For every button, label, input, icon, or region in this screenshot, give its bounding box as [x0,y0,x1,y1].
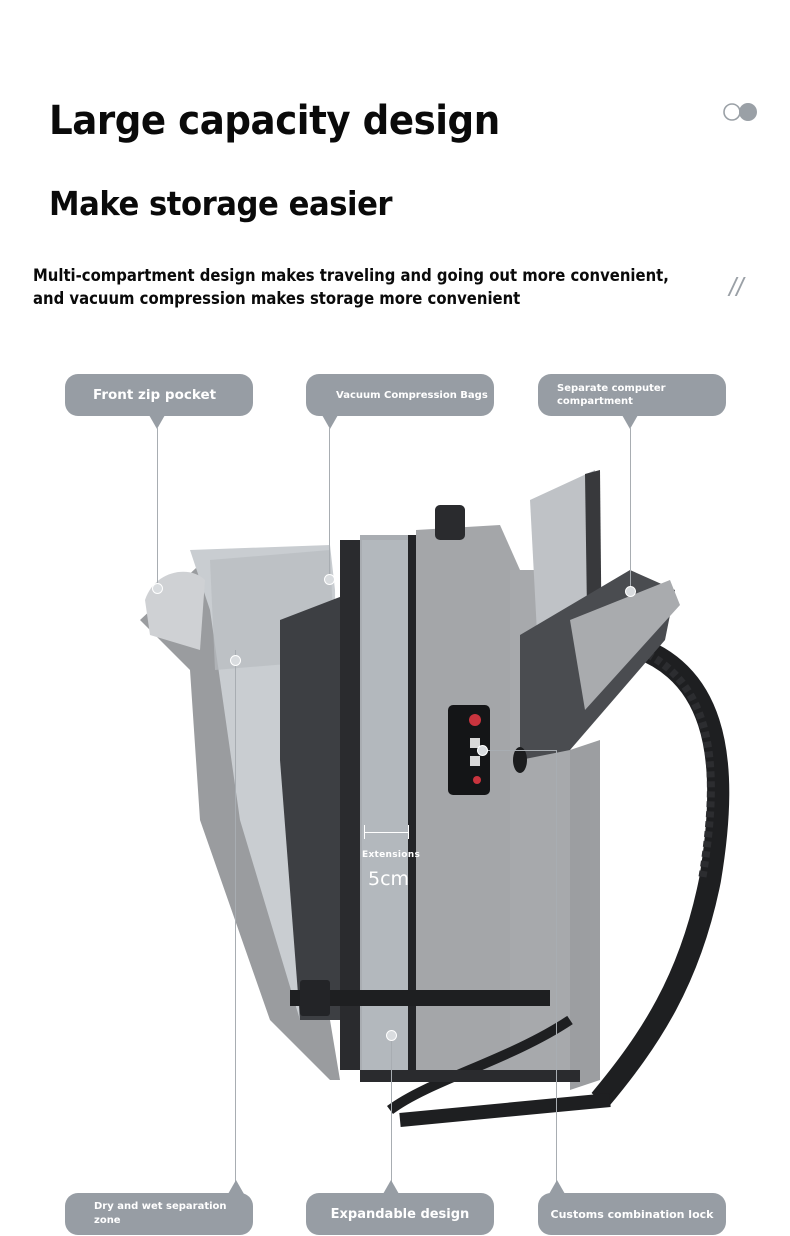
leader-line [157,428,158,588]
callout-pointer [622,415,638,429]
callout-pointer [228,1180,244,1194]
leader-line-horizontal [484,750,556,751]
callout-label: Customs combination lock [550,1207,714,1221]
callout-separate-computer-compartment: Separate computer compartment [538,374,726,416]
extension-label: Extensions [362,850,421,860]
hotspot-dot [386,1030,397,1041]
hotspot-dot [324,574,335,585]
leader-line [391,1040,392,1190]
callout-label-line-2: zone [94,1215,121,1226]
hotspot-dot [625,586,636,597]
callout-vacuum-compression-bags: Vacuum Compression Bags [306,374,494,416]
extension-value: 5cm [368,868,410,890]
page-subtitle: Make storage easier [49,184,393,223]
callout-front-zip-pocket: Front zip pocket [65,374,253,416]
callout-label: Front zip pocket [93,387,217,403]
callout-label: Vacuum Compression Bags [336,389,488,401]
leader-line [329,428,330,578]
description: Multi-compartment design makes traveling… [33,264,669,310]
callout-expandable-design: Expandable design [306,1193,494,1235]
backpack-photo [140,470,730,1127]
extension-tick-left [364,825,365,839]
callout-pointer [549,1180,565,1194]
hotspot-dot [230,655,241,666]
callout-label-line-1: Separate computer [557,383,666,394]
leader-line [235,650,236,1190]
callout-customs-combination-lock: Customs combination lock [538,1193,726,1235]
description-line-1: Multi-compartment design makes traveling… [33,266,669,285]
slash-decoration: // [729,272,744,302]
page-title: Large capacity design [49,98,500,144]
callout-pointer [149,415,165,429]
hotspot-dot [152,583,163,594]
leader-line [556,750,557,1190]
callout-dry-wet-separation-zone: Dry and wet separation zone [65,1193,253,1235]
two-rings-icon [723,103,757,121]
extension-tick-right [408,825,409,839]
extension-measure-bar [364,832,409,833]
callout-label: Expandable design [330,1206,470,1222]
description-line-2: and vacuum compression makes storage mor… [33,289,521,308]
leader-line [630,428,631,590]
callout-pointer [322,415,338,429]
callout-label-line-1: Dry and wet separation [94,1201,227,1212]
hotspot-dot [477,745,488,756]
callout-label-line-2: compartment [557,396,633,407]
callout-pointer [383,1180,399,1194]
